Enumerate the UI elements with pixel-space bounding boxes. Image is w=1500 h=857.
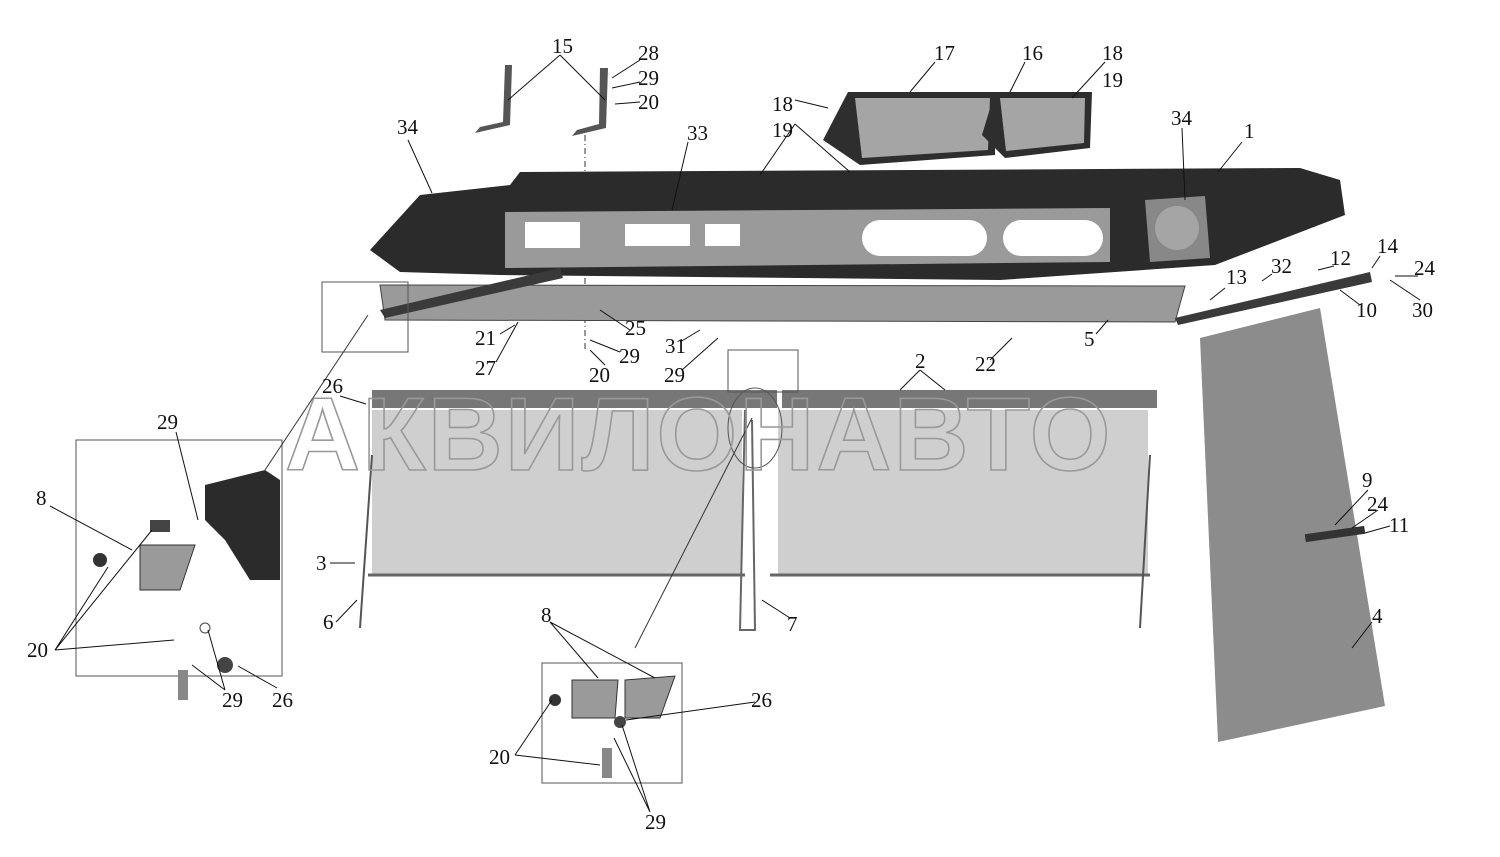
callout-13: 13 xyxy=(1226,265,1247,289)
callout-17: 17 xyxy=(934,41,955,65)
detail-circle xyxy=(727,387,783,469)
callout-30: 30 xyxy=(1412,298,1433,322)
callout-29c: 29 xyxy=(619,344,640,368)
callout-20c: 20 xyxy=(27,638,48,662)
roller-blind-right xyxy=(770,390,1157,577)
callout-25: 25 xyxy=(625,316,646,340)
leader-detail-2 xyxy=(264,314,369,471)
callout-27: 27 xyxy=(475,356,496,380)
storage-box-16 xyxy=(982,92,1092,158)
callout-32: 32 xyxy=(1271,254,1292,278)
callout-29f: 29 xyxy=(222,688,243,712)
callout-19: 19 xyxy=(1102,68,1123,92)
callout-29d: 29 xyxy=(664,363,685,387)
callout-6: 6 xyxy=(323,610,334,634)
callout-4: 4 xyxy=(1372,604,1383,628)
detail-box-small-left xyxy=(321,281,409,353)
callout-24b: 24 xyxy=(1367,492,1389,516)
callout-29: 29 xyxy=(638,66,659,90)
callout-20b: 20 xyxy=(589,363,610,387)
callout-24: 24 xyxy=(1414,256,1436,280)
handle-11 xyxy=(1304,525,1366,543)
curtain-panel-4 xyxy=(1200,308,1385,742)
callout-11: 11 xyxy=(1389,513,1409,537)
callout-26b: 26 xyxy=(272,688,293,712)
callout-5: 5 xyxy=(1084,327,1095,351)
callout-19b: 19 xyxy=(772,118,793,142)
bracket-15 xyxy=(475,65,608,136)
storage-box-17 xyxy=(823,92,995,165)
callout-8: 8 xyxy=(36,486,47,510)
detail-inset-bottom xyxy=(541,662,683,784)
callout-21: 21 xyxy=(475,326,496,350)
callout-14: 14 xyxy=(1377,234,1399,258)
callout-12: 12 xyxy=(1330,246,1351,270)
callout-29e: 29 xyxy=(157,410,178,434)
callout-15: 15 xyxy=(552,34,573,58)
rod-6 xyxy=(359,454,373,629)
callout-2: 2 xyxy=(915,349,926,373)
callout-26c: 26 xyxy=(751,688,772,712)
callout-9: 9 xyxy=(1362,468,1373,492)
callout-3: 3 xyxy=(316,551,327,575)
callout-18: 18 xyxy=(1102,41,1123,65)
callout-18b: 18 xyxy=(772,92,793,116)
detail-inset-left xyxy=(75,439,283,700)
callout-7: 7 xyxy=(787,612,798,636)
callout-8b: 8 xyxy=(541,603,552,627)
callouts: 15 28 29 20 17 16 18 19 18 19 34 33 34 1… xyxy=(27,34,1436,834)
rod-6b xyxy=(1139,454,1151,629)
leader-lines xyxy=(49,54,1421,813)
callout-22: 22 xyxy=(975,352,996,376)
dashboard-body xyxy=(370,168,1345,280)
callout-16: 16 xyxy=(1022,41,1043,65)
callout-10: 10 xyxy=(1356,298,1377,322)
callout-33: 33 xyxy=(687,121,708,145)
callout-34: 34 xyxy=(397,115,419,139)
rail-5 xyxy=(379,268,1372,325)
roller-blind-left xyxy=(368,390,777,577)
callout-31: 31 xyxy=(665,334,686,358)
callout-20d: 20 xyxy=(489,745,510,769)
callout-29g: 29 xyxy=(645,810,666,834)
callout-20: 20 xyxy=(638,90,659,114)
detail-box-small-mid xyxy=(727,349,799,393)
strap-7 xyxy=(738,409,757,631)
watermark: АКВИЛОНАВТО xyxy=(285,377,1113,493)
callout-28: 28 xyxy=(638,41,659,65)
callout-34b: 34 xyxy=(1171,106,1193,130)
callout-1: 1 xyxy=(1244,119,1255,143)
callout-26: 26 xyxy=(322,374,343,398)
leader-detail xyxy=(634,417,753,649)
